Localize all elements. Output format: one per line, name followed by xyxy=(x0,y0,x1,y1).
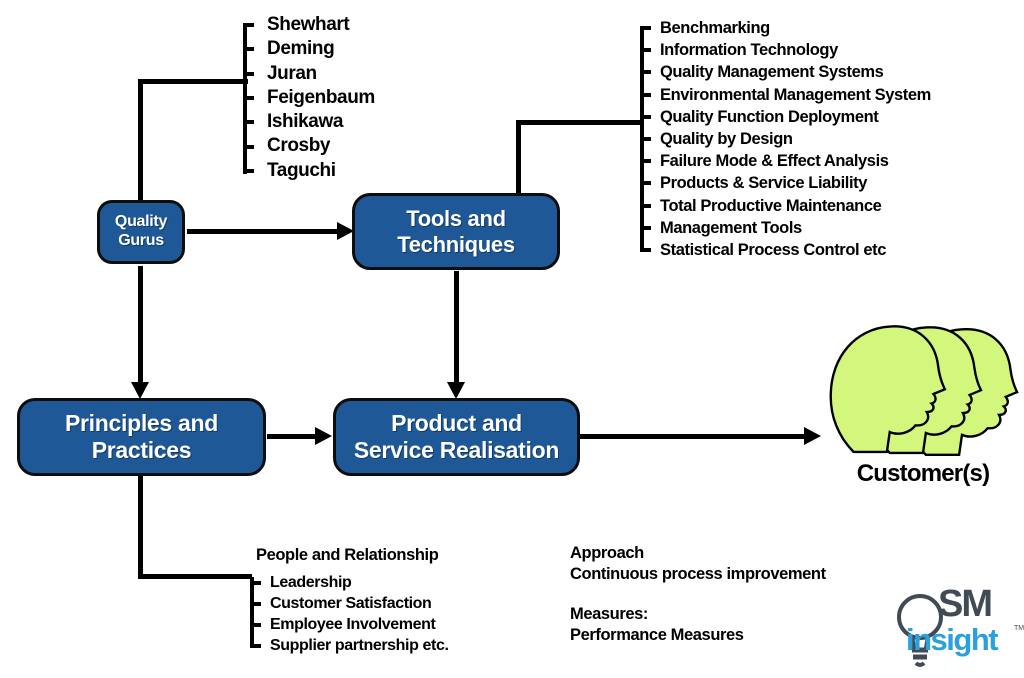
approach-line: Approach xyxy=(570,544,644,562)
connector-gurus-bracket-v xyxy=(138,79,143,200)
list-item: Leadership xyxy=(250,572,449,593)
list-item: Feigenbaum xyxy=(243,86,375,110)
logo-trademark: TM xyxy=(1014,625,1024,632)
list-item: Customer Satisfaction xyxy=(250,593,449,614)
arrow-principles-to-product-shaft xyxy=(267,434,317,439)
arrow-gurus-to-tools-head xyxy=(337,222,354,240)
list-item: Employee Involvement xyxy=(250,614,449,635)
customer-label: Customer(s) xyxy=(856,460,990,487)
list-item: Failure Mode & Effect Analysis xyxy=(640,150,931,172)
list-item: Products & Service Liability xyxy=(640,172,931,194)
box-label-line: Tools and xyxy=(406,205,506,231)
list-item: Crosby xyxy=(243,134,375,158)
box-tools-and-techniques: Tools and Techniques xyxy=(352,193,560,270)
logo-sm-text: SM xyxy=(938,583,993,625)
list-item: Quality Function Deployment xyxy=(640,106,931,128)
arrow-gurus-to-principles-head xyxy=(131,382,149,399)
approach-line: Continuous process improvement xyxy=(570,565,826,583)
box-principles-and-practices: Principles and Practices xyxy=(17,398,266,476)
arrow-tools-to-product-head xyxy=(447,382,465,399)
list-item: Juran xyxy=(243,62,375,86)
arrow-tools-to-product-shaft xyxy=(454,271,459,384)
list-item: Quality Management Systems xyxy=(640,61,931,83)
list-item: Statistical Process Control etc xyxy=(640,239,931,261)
list-item: Quality by Design xyxy=(640,128,931,150)
logo-insight-text: insight xyxy=(906,622,999,657)
list-item: Environmental Management System xyxy=(640,84,931,106)
box-label-line: Practices xyxy=(91,437,192,463)
measures-line: Measures: xyxy=(570,605,649,623)
box-label-line: Quality xyxy=(114,213,168,231)
list-item: Information Technology xyxy=(640,39,931,61)
list-item: Shewhart xyxy=(243,13,375,37)
list-item: Ishikawa xyxy=(243,110,375,134)
list-item: Taguchi xyxy=(243,159,375,183)
box-label-line: Techniques xyxy=(397,231,515,257)
box-label-line: Principles and xyxy=(64,409,218,436)
box-product-and-service-realisation: Product and Service Realisation xyxy=(333,398,580,476)
arrow-gurus-to-principles-shaft xyxy=(138,266,143,384)
box-label-line: Gurus xyxy=(118,232,164,249)
list-item: Benchmarking xyxy=(640,17,931,39)
connector-gurus-bracket-h xyxy=(138,79,248,84)
lightbulb-icon xyxy=(897,594,943,667)
arrow-product-to-customer-shaft xyxy=(580,434,806,439)
arrow-product-to-customer-head xyxy=(804,427,821,445)
connector-tools-bracket-v xyxy=(516,120,521,193)
sm-insight-logo: SM insight TM xyxy=(893,583,1024,673)
box-quality-gurus: Quality Gurus xyxy=(97,200,185,264)
bracket-people-spine xyxy=(250,577,254,647)
box-label-line: Product and xyxy=(391,409,522,436)
measures-line: Performance Measures xyxy=(570,626,744,644)
list-item: Supplier partnership etc. xyxy=(250,637,449,654)
connector-principles-people-h xyxy=(138,574,252,579)
list-item: Management Tools xyxy=(640,217,931,239)
connector-tools-bracket-h xyxy=(516,120,642,125)
people-relationship-heading: People and Relationship xyxy=(256,546,439,564)
connector-principles-people-v xyxy=(138,476,143,577)
arrow-principles-to-product-head xyxy=(315,427,332,445)
box-label-line: Service Realisation xyxy=(353,437,560,463)
approach-text: Approach Continuous process improvement … xyxy=(570,543,826,646)
list-item: Deming xyxy=(243,37,375,61)
arrow-gurus-to-tools-shaft xyxy=(187,229,339,234)
list-item: Total Productive Maintenance xyxy=(640,195,931,217)
customer-heads-icon xyxy=(829,325,1019,457)
